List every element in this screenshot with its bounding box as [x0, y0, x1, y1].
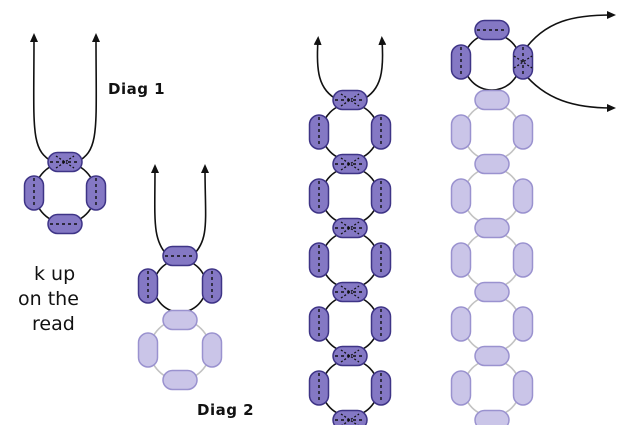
- thread-loop: [153, 259, 207, 313]
- thread-arrow: [522, 11, 616, 53]
- bead-light: [201, 332, 223, 368]
- thread-arrow: [29, 33, 54, 163]
- thread-loop: [321, 167, 379, 225]
- bead-light: [474, 409, 510, 429]
- thread-loop: [463, 295, 521, 353]
- thread-arrow: [76, 33, 101, 163]
- instruction-line-1: k up: [34, 263, 76, 285]
- bead-light: [474, 281, 510, 303]
- thread-loop: [463, 167, 521, 225]
- bead-light: [450, 306, 472, 342]
- bead-light: [162, 309, 198, 331]
- thread-loop: [321, 231, 379, 289]
- bead-light: [512, 306, 534, 342]
- bead-light: [512, 370, 534, 406]
- bead-light: [474, 217, 510, 239]
- bead-light: [512, 242, 534, 278]
- bead-light: [450, 242, 472, 278]
- thread-arrow: [361, 36, 387, 101]
- bead-light: [474, 345, 510, 367]
- bead-connector: [332, 409, 368, 429]
- bead-light: [450, 178, 472, 214]
- thread-arrow: [191, 164, 210, 257]
- thread-loop: [321, 103, 379, 161]
- bead-light: [450, 114, 472, 150]
- bead-light: [137, 332, 159, 368]
- bead-light: [450, 370, 472, 406]
- bead-light: [474, 153, 510, 175]
- thread-arrow: [150, 164, 169, 257]
- thread-loop: [463, 359, 521, 417]
- thread-loop: [463, 33, 521, 91]
- diag2-label: Diag 2: [197, 401, 255, 419]
- thread-loop: [463, 231, 521, 289]
- bead-light: [162, 369, 198, 391]
- diag1-label: Diag 1: [108, 80, 166, 98]
- instruction-text: k up on the read: [0, 262, 79, 337]
- thread-loop: [321, 295, 379, 353]
- bead-light: [512, 178, 534, 214]
- thread-loop: [321, 359, 379, 417]
- instruction-line-2: on the: [18, 288, 79, 310]
- bead-group: [23, 19, 534, 429]
- instruction-line-3: read: [32, 313, 75, 335]
- thread-loop: [463, 103, 521, 161]
- thread-arrow: [522, 71, 616, 112]
- bead-light: [474, 89, 510, 111]
- thread-arrow: [313, 36, 339, 101]
- bead-light: [512, 114, 534, 150]
